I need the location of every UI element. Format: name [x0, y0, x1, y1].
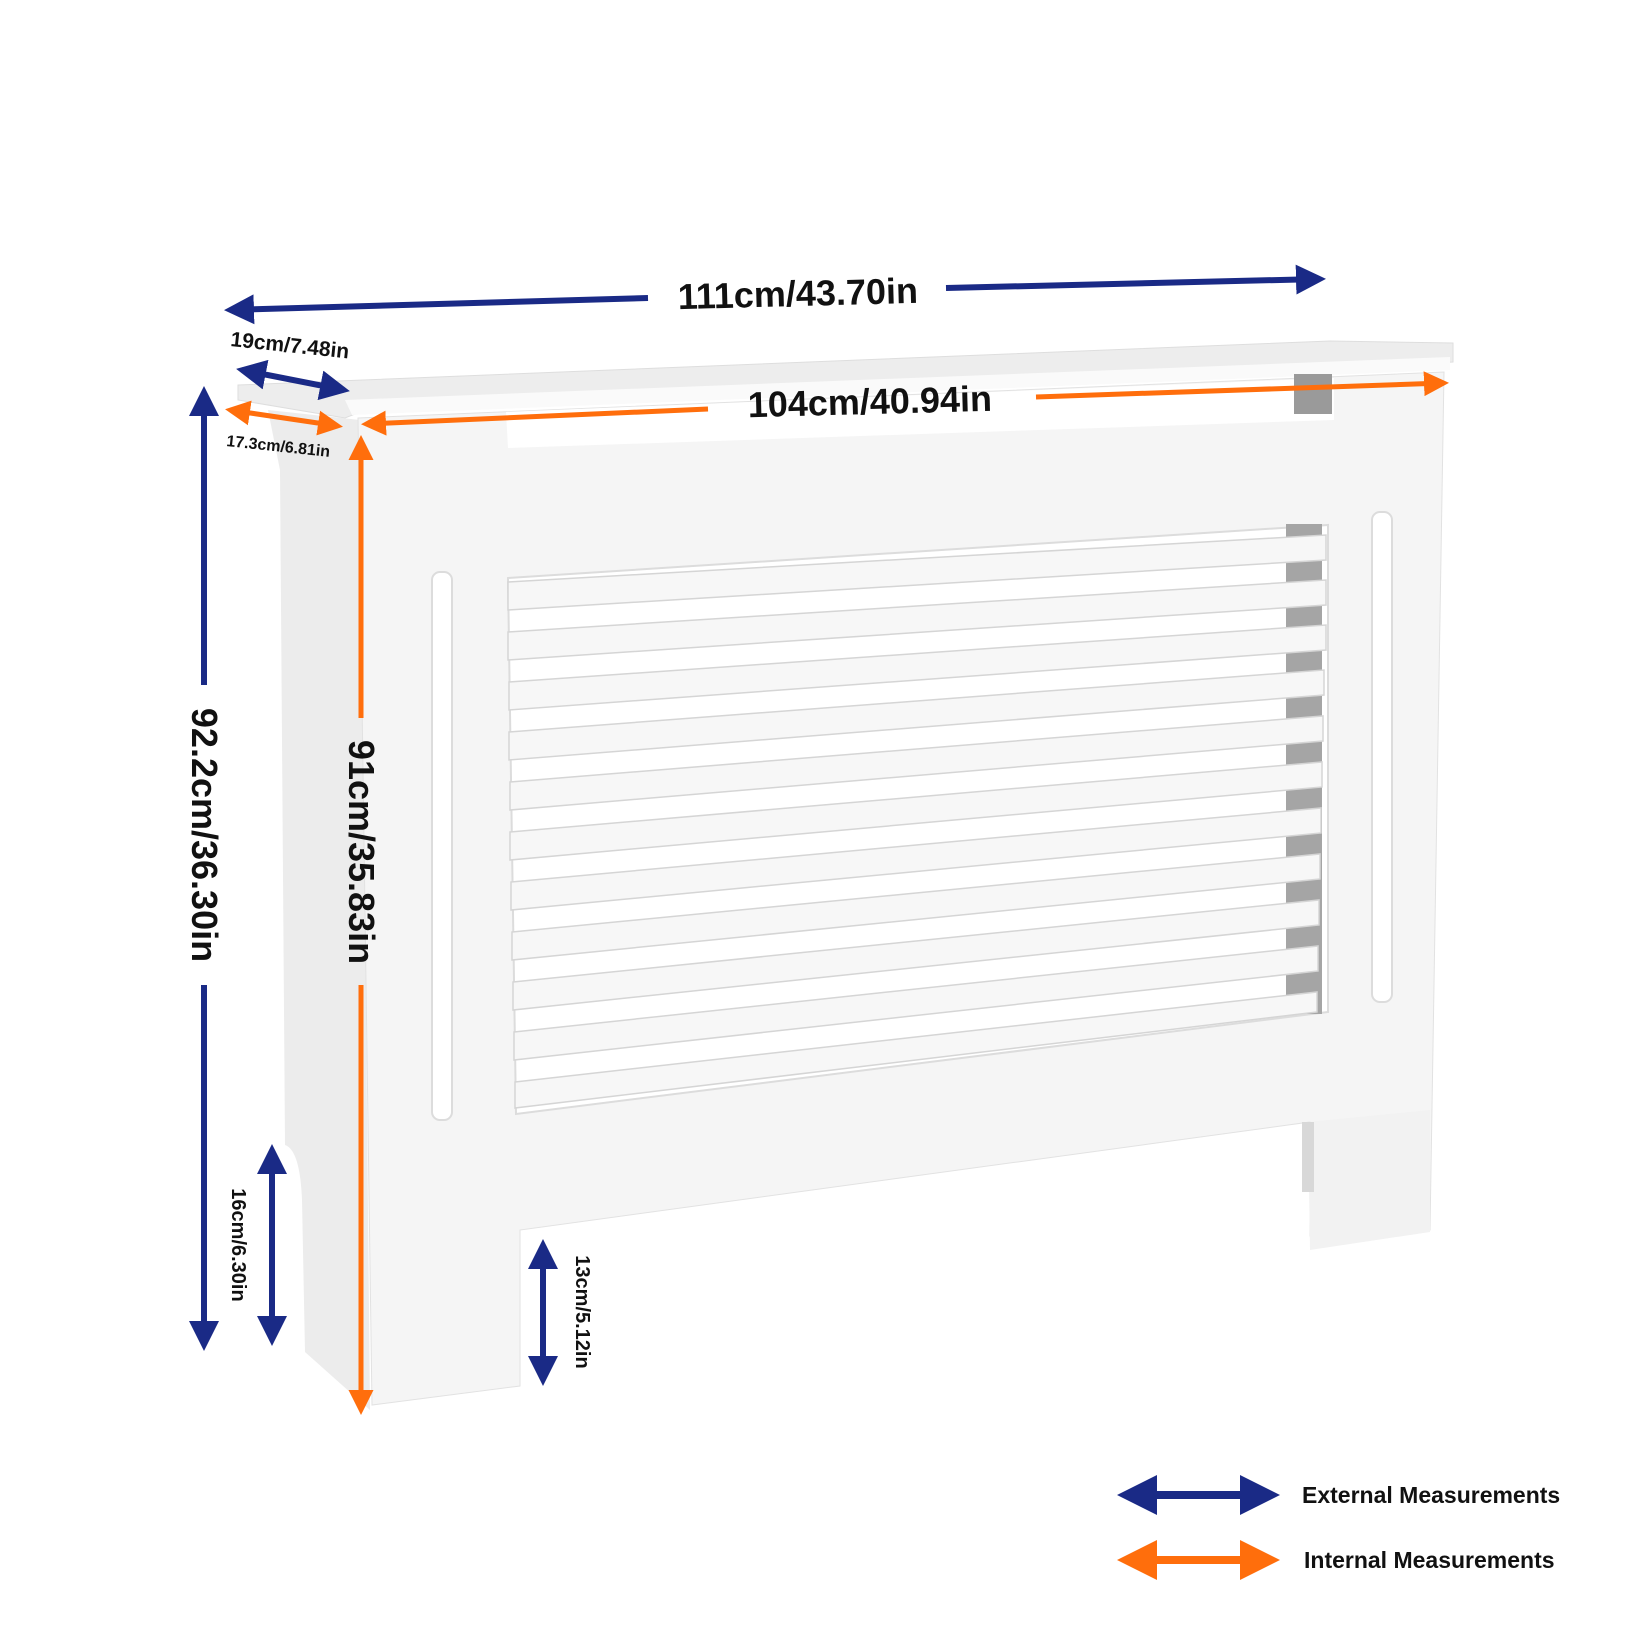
side-panel: [268, 410, 370, 1410]
top-slab-front-edge: [345, 357, 1450, 415]
internal-arrows: [225, 371, 1449, 1415]
overall-depth-arrow: [236, 359, 350, 401]
inner-width-label: 104cm/40.94in: [747, 378, 992, 425]
legend: External Measurements Internal Measureme…: [1117, 1475, 1560, 1580]
inner-width-arrow-right: [1035, 371, 1449, 400]
legend-internal-label: Internal Measurements: [1304, 1547, 1555, 1573]
right-groove: [1371, 511, 1393, 1003]
side-cutout-label: 16cm/6.30in: [227, 1188, 249, 1301]
overall-width-arrow-right: [945, 264, 1326, 295]
overall-width-arrow-left: [224, 294, 649, 325]
external-arrows: [189, 264, 1326, 1386]
inner-height-label: 91cm/35.83in: [341, 740, 382, 964]
inner-width-arrow-left: [361, 406, 709, 436]
upper-slot-shadow: [1294, 374, 1332, 414]
left-groove: [431, 571, 453, 1121]
right-leg-inner: [1302, 1122, 1314, 1192]
overall-height-label: 92.2cm/36.30in: [184, 708, 225, 962]
right-leg: [1308, 1110, 1430, 1250]
overall-width-label: 111cm/43.70in: [677, 270, 918, 317]
overall-depth-label: 19cm/7.48in: [229, 328, 350, 363]
legend-external-label: External Measurements: [1302, 1482, 1560, 1508]
front-cutout-label: 13cm/5.12in: [571, 1255, 593, 1368]
radiator-cabinet: [237, 340, 1454, 1410]
inner-depth-arrow: [225, 400, 343, 436]
grille-slats: [507, 534, 1327, 1109]
